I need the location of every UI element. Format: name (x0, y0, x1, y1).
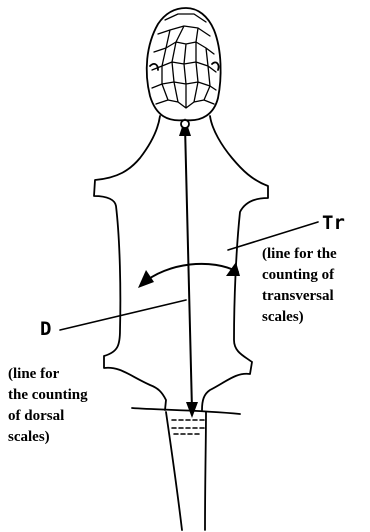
tail-right-outline (205, 412, 206, 530)
head-scales (152, 14, 216, 108)
d-neck-mark (181, 120, 189, 128)
d-measure-line (185, 126, 192, 410)
tr-symbol: Tr (322, 212, 345, 234)
right-eye (212, 62, 219, 70)
tail-left-outline (166, 412, 182, 530)
d-leader-line (60, 300, 186, 330)
tr-measure-arc (142, 264, 238, 284)
tr-arrow-left (138, 270, 154, 288)
body-left-outline (94, 116, 166, 410)
tr-arrow-right (226, 262, 240, 276)
tr-caption: (line for the counting of transversal sc… (262, 244, 337, 328)
body-right-outline (202, 116, 268, 410)
vent-line (132, 408, 240, 414)
vent-dashes (172, 420, 204, 434)
d-symbol: D (40, 318, 51, 340)
d-caption: (line for the counting of dorsal scales) (8, 364, 88, 448)
